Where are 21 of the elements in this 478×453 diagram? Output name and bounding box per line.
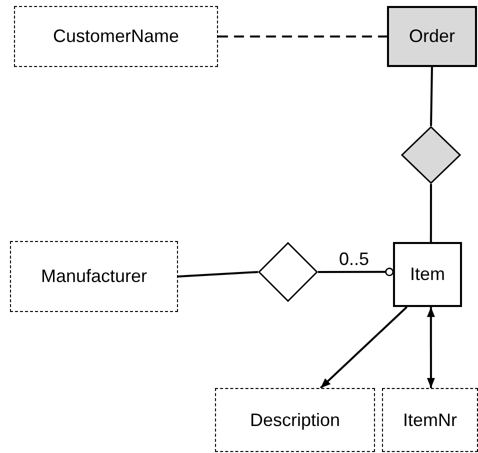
- node-label: Item: [410, 264, 445, 285]
- attribute-box: [10, 241, 178, 312]
- attribute-box: [14, 6, 218, 67]
- arrow: [320, 306, 408, 389]
- relationship-diamond: [401, 126, 461, 184]
- connector-line: [430, 184, 432, 242]
- relationship-diamond: [258, 242, 318, 302]
- connector-line: [430, 66, 433, 126]
- dashed-connector: [218, 36, 387, 38]
- arrow: [426, 307, 435, 388]
- connector-line: [178, 271, 258, 278]
- node-label: Order: [408, 26, 455, 47]
- entity-box: [387, 6, 477, 67]
- node-label: ItemNr: [403, 410, 457, 430]
- attribute-box: [382, 388, 478, 452]
- node-label: Description: [250, 410, 340, 430]
- entity-box: [393, 242, 462, 307]
- attribute-box: [215, 388, 375, 452]
- node-label: Manufacturer: [40, 266, 148, 287]
- node-label: CustomerName: [52, 26, 180, 47]
- edge-label: 0..5: [338, 250, 370, 268]
